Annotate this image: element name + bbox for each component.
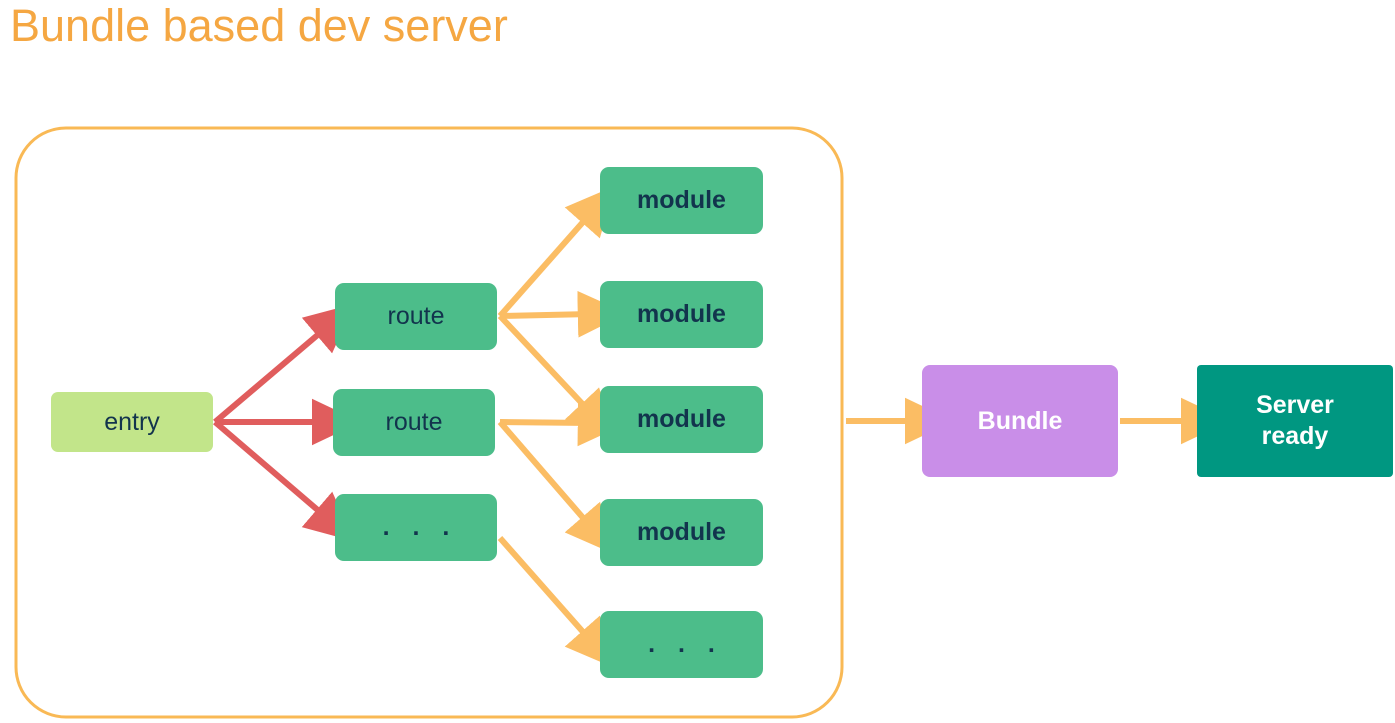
node-module-3[interactable]: module xyxy=(600,386,763,453)
node-module-2-label: module xyxy=(637,300,726,328)
edge-entry-to-route-1 xyxy=(213,303,355,425)
node-route-1[interactable]: route xyxy=(335,283,497,350)
edge-route-2-to-module-3 xyxy=(499,399,627,447)
edge-route-1-to-module-1 xyxy=(497,186,615,318)
node-server-ready[interactable]: Server ready xyxy=(1197,365,1393,477)
node-module-2[interactable]: module xyxy=(600,281,763,348)
node-entry-label: entry xyxy=(104,407,160,436)
node-module-1[interactable]: module xyxy=(600,167,763,234)
node-server-ready-label: Server ready xyxy=(1256,391,1334,450)
node-route-2-label: route xyxy=(385,408,443,436)
node-module-4-label: module xyxy=(637,518,726,546)
node-module-3-label: module xyxy=(637,405,726,433)
node-bundle[interactable]: Bundle xyxy=(922,365,1118,477)
edge-route-1-to-module-3 xyxy=(497,313,616,440)
node-route-1-label: route xyxy=(387,302,445,330)
node-entry[interactable]: entry xyxy=(51,392,213,452)
edge-entry-to-route-3 xyxy=(213,419,355,542)
edge-route-2-to-module-4 xyxy=(497,420,615,555)
node-module-4[interactable]: module xyxy=(600,499,763,566)
edge-route-1-to-module-2 xyxy=(499,290,627,338)
dev-server-group-outline xyxy=(14,126,844,719)
node-module-5-ellipsis[interactable]: . . . xyxy=(600,611,763,678)
node-module-5-label: . . . xyxy=(648,630,723,658)
node-module-1-label: module xyxy=(637,186,726,214)
page-title: Bundle based dev server xyxy=(10,0,508,51)
node-route-3-label: . . . xyxy=(382,513,458,541)
node-bundle-label: Bundle xyxy=(977,406,1063,435)
node-route-3-ellipsis[interactable]: . . . xyxy=(335,494,497,561)
node-route-2[interactable]: route xyxy=(333,389,495,456)
edge-route-3-to-module-5 xyxy=(497,536,615,668)
